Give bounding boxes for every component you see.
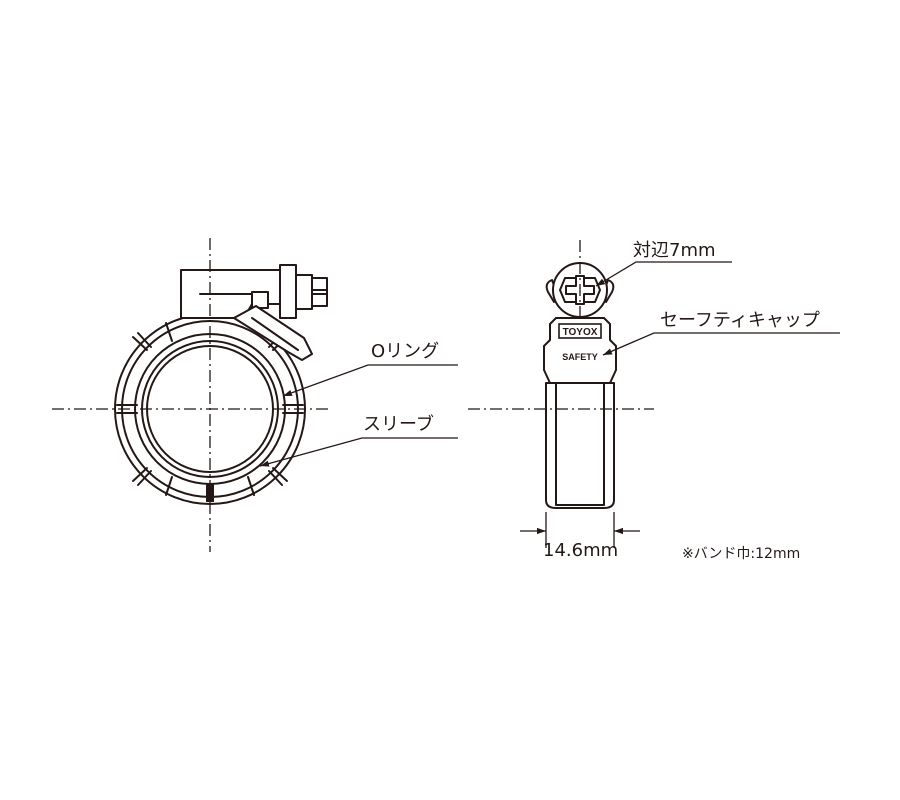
housing-tab [251, 291, 269, 309]
cap-brand-text: TOYOX [563, 327, 598, 338]
band-body [545, 382, 615, 509]
front-view: Oリング スリーブ [52, 238, 458, 552]
o-ring-label: Oリング [371, 341, 439, 362]
sleeve-leader [259, 437, 458, 467]
safety-cap-label: セーフティキャップ [660, 310, 820, 331]
width-dimension-label: 14.6mm [543, 540, 618, 561]
across-flats-leader [595, 261, 732, 287]
screw-head-side [279, 264, 328, 319]
band-bottom-notch [206, 484, 214, 502]
safety-cap-leader [602, 332, 840, 356]
side-view: TOYOX SAFETY 14.6mm 対辺7mm セーフティキャップ ※バンド… [468, 240, 840, 562]
sleeve-label: スリーブ [363, 413, 434, 435]
band-width-note: ※バンド巾:12mm [682, 546, 800, 562]
across-flats-label: 対辺7mm [633, 240, 716, 261]
cap-safety-text: SAFETY [562, 352, 598, 362]
cap-brand-plate [558, 323, 602, 339]
o-ring-leader [282, 364, 458, 397]
